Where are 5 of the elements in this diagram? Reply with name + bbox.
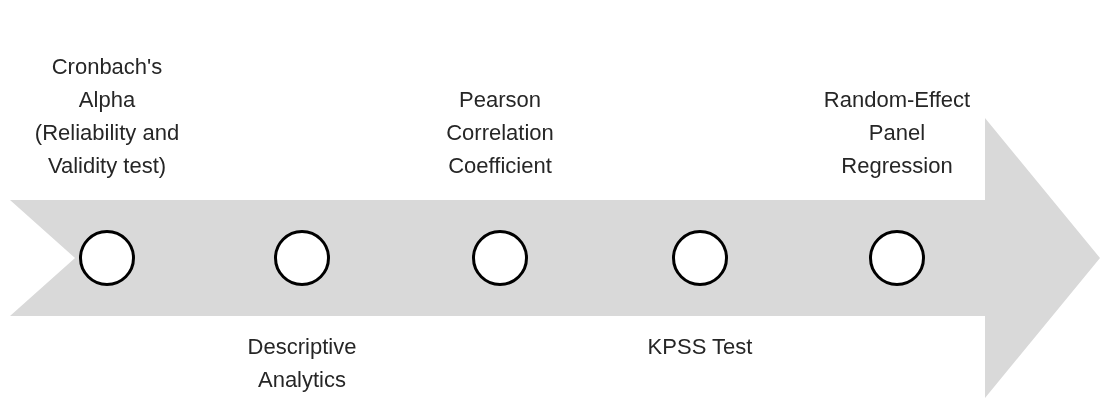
step-label: Descriptive Analytics: [246, 333, 358, 394]
step-label: Pearson Correlation Coefficient: [445, 86, 555, 180]
step-label: KPSS Test: [646, 333, 754, 361]
step-label: Random-Effect Panel Regression: [822, 86, 972, 180]
step-label: Cronbach's Alpha (Reliability and Validity test): [33, 53, 181, 180]
